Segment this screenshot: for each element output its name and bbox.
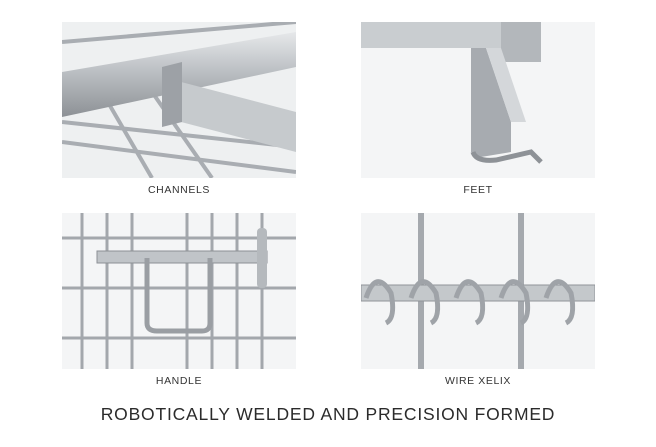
panel-caption: CHANNELS xyxy=(148,184,210,196)
wire-helix-photo xyxy=(361,213,595,369)
panel-caption: WIRE XELIX xyxy=(444,375,512,387)
handle-photo xyxy=(62,213,296,369)
feet-photo xyxy=(361,22,595,178)
channels-photo xyxy=(62,22,296,178)
page-title: ROBOTICALLY WELDED AND PRECISION FORMED xyxy=(100,404,556,424)
panel-caption: FEET xyxy=(463,184,493,196)
panel-caption: HANDLE xyxy=(155,375,203,387)
